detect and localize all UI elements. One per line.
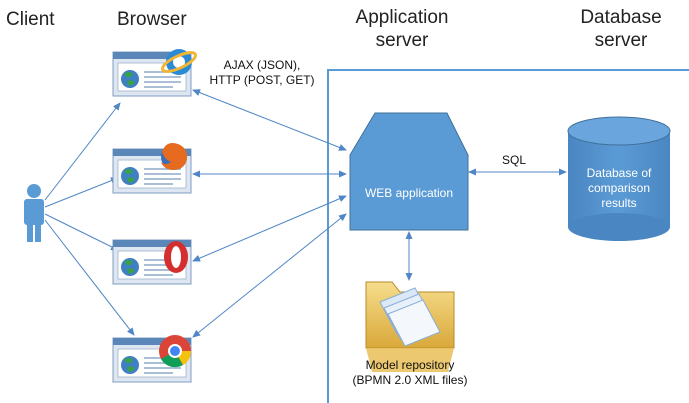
firefox-icon [161,143,188,170]
database-label: Database of comparison results [568,166,670,211]
header-application-server-line2: server [375,30,429,51]
folder-icon [365,281,455,372]
protocol-label-line1: AJAX (JSON), [223,58,301,72]
browser-webapp-arrows [192,89,347,338]
database-cylinder [567,116,671,241]
header-database-server-line1: Database [580,7,662,28]
header-client: Client [6,9,55,30]
header-database-server: Database server [562,6,680,52]
header-browser: Browser [117,9,187,30]
database-label-line3: results [601,196,637,210]
repository-label: Model repository (BPMN 2.0 XML files) [340,358,480,388]
xml-documents-icon [379,287,441,347]
web-application-label: WEB application [364,186,454,200]
client-browser-arrows [44,102,135,336]
header-application-server: Application server [340,6,464,52]
header-database-server-line2: server [594,30,648,51]
protocol-label: AJAX (JSON), HTTP (POST, GET) [200,58,324,88]
internet-explorer-icon [160,49,198,75]
header-application-server-line1: Application [355,7,449,28]
opera-icon [164,241,188,273]
database-label-line2: comparison [587,181,651,195]
repository-label-line2: (BPMN 2.0 XML files) [352,373,468,387]
protocol-label-line2: HTTP (POST, GET) [209,73,315,87]
sql-label: SQL [502,153,527,167]
chrome-icon [159,335,192,368]
web-application-shape [349,112,469,231]
repository-label-line1: Model repository [365,358,455,372]
database-label-line1: Database of [586,166,652,180]
client-person-icon [24,184,44,242]
